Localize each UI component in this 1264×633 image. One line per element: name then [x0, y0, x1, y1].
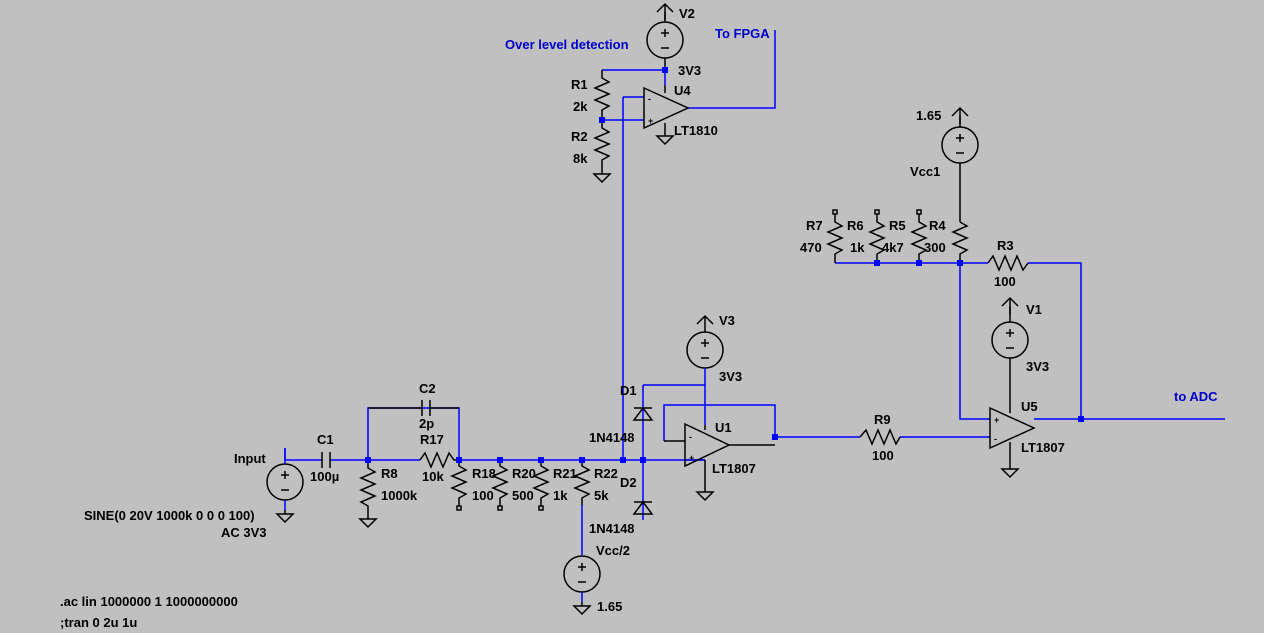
r2-name: R2	[571, 129, 588, 144]
input-source[interactable]	[266, 448, 304, 523]
resistor-r18[interactable]	[450, 460, 468, 511]
r22-value: 5k	[594, 488, 609, 503]
d1-value: 1N4148	[589, 430, 635, 445]
resistor-r9[interactable]	[859, 428, 901, 446]
u4-name: U4	[674, 83, 691, 98]
r8-value: 1000k	[381, 488, 418, 503]
resistor-r8[interactable]	[359, 460, 377, 528]
r6-value: 1k	[850, 240, 865, 255]
capacitor-c2[interactable]	[368, 400, 459, 416]
u1-value: LT1807	[712, 461, 756, 476]
resistor-r22[interactable]	[573, 460, 591, 505]
tran-directive: ;tran 0 2u 1u	[60, 615, 137, 630]
v1-source[interactable]	[991, 297, 1029, 395]
c1-value: 100µ	[310, 469, 339, 484]
u5-minus-mark: -	[994, 434, 997, 444]
u5-name: U5	[1021, 399, 1038, 414]
input-sine: SINE(0 20V 1000k 0 0 0 100)	[84, 508, 255, 523]
vcc2-source[interactable]	[563, 555, 601, 615]
u1-minus-mark: -	[689, 432, 692, 442]
r18-name: R18	[472, 466, 496, 481]
resistor-r4[interactable]	[951, 221, 969, 263]
input-ac: AC 3V3	[221, 525, 267, 540]
over-level-label: Over level detection	[505, 37, 629, 52]
r9-name: R9	[874, 412, 891, 427]
u4-minus-mark: -	[648, 94, 651, 104]
v1-value: 3V3	[1026, 359, 1049, 374]
input-name: Input	[234, 451, 266, 466]
v2-name: V2	[679, 6, 695, 21]
r22-name: R22	[594, 466, 618, 481]
v3-value: 3V3	[719, 369, 742, 384]
r3-value: 100	[994, 274, 1016, 289]
v3-name: V3	[719, 313, 735, 328]
resistor-r6[interactable]	[868, 209, 886, 263]
v3-source[interactable]	[686, 315, 724, 425]
r5-name: R5	[889, 218, 906, 233]
r21-name: R21	[553, 466, 577, 481]
resistor-r1[interactable]	[593, 70, 611, 120]
pin-marks: - + + - - +	[648, 94, 999, 463]
vcc2-value: 1.65	[597, 599, 622, 614]
ac-directive: .ac lin 1000000 1 1000000000	[60, 594, 238, 609]
r20-name: R20	[512, 466, 536, 481]
v2-value: 3V3	[678, 63, 701, 78]
r8-name: R8	[381, 466, 398, 481]
r7-value: 470	[800, 240, 822, 255]
junctions	[365, 67, 1084, 463]
opamp-u4[interactable]	[643, 85, 690, 145]
r1-value: 2k	[573, 99, 588, 114]
labels: Over level detection To FPGA to ADC V2 3…	[60, 6, 1218, 630]
d2-name: D2	[620, 475, 637, 490]
resistor-r2[interactable]	[593, 120, 611, 183]
r21-value: 1k	[553, 488, 568, 503]
c2-value: 2p	[419, 416, 434, 431]
u5-plus-mark: +	[994, 415, 999, 425]
r9-value: 100	[872, 448, 894, 463]
d2-value: 1N4148	[589, 521, 635, 536]
v1-name: V1	[1026, 302, 1042, 317]
r4-name: R4	[929, 218, 946, 233]
to-fpga-label: To FPGA	[715, 26, 770, 41]
vcc1-name: Vcc1	[910, 164, 940, 179]
r1-name: R1	[571, 77, 588, 92]
to-adc-label: to ADC	[1174, 389, 1218, 404]
c2-name: C2	[419, 381, 436, 396]
capacitor-c1[interactable]	[321, 452, 331, 468]
r3-name: R3	[997, 238, 1014, 253]
resistor-r3[interactable]	[987, 254, 1029, 272]
resistor-r5[interactable]	[910, 209, 928, 263]
u5-value: LT1807	[1021, 440, 1065, 455]
resistor-r21[interactable]	[532, 460, 550, 511]
r20-value: 500	[512, 488, 534, 503]
opamp-u5[interactable]	[989, 395, 1036, 478]
vcc2-name: Vcc/2	[596, 543, 630, 558]
c1-name: C1	[317, 432, 334, 447]
r7-name: R7	[806, 218, 823, 233]
wires	[284, 30, 1225, 555]
r5-value: 4k7	[882, 240, 904, 255]
u1-name: U1	[715, 420, 732, 435]
resistor-r7[interactable]	[826, 209, 844, 263]
opamp-u1[interactable]	[664, 422, 775, 501]
r17-name: R17	[420, 432, 444, 447]
r18-value: 100	[472, 488, 494, 503]
u4-plus-mark: +	[648, 116, 653, 126]
resistor-r17[interactable]	[419, 451, 459, 469]
vcc1-value: 1.65	[916, 108, 941, 123]
u4-value: LT1810	[674, 123, 718, 138]
r17-value: 10k	[422, 469, 444, 484]
r6-name: R6	[847, 218, 864, 233]
vcc1-source[interactable]	[941, 107, 979, 222]
u1-plus-mark: +	[689, 453, 694, 463]
v2-source[interactable]	[646, 3, 684, 70]
r2-value: 8k	[573, 151, 588, 166]
diode-d1[interactable]	[632, 406, 654, 421]
diode-d2[interactable]	[632, 500, 654, 515]
r4-value: 300	[924, 240, 946, 255]
d1-name: D1	[620, 383, 637, 398]
resistor-r20[interactable]	[491, 460, 509, 511]
